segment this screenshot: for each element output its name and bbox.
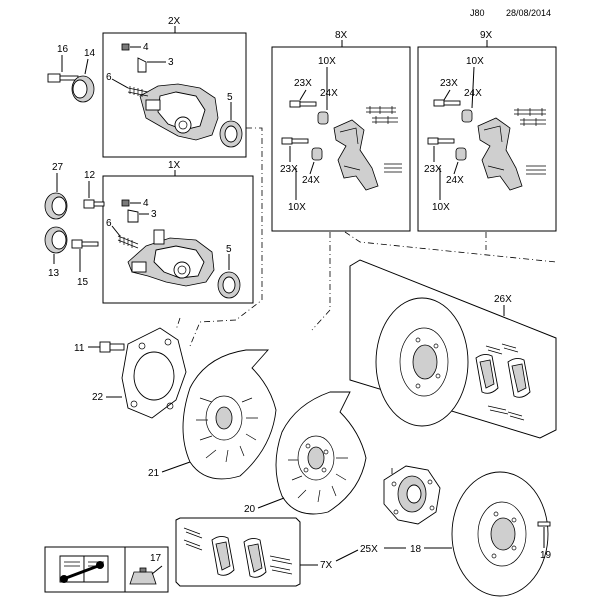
- group-label-1x: 1X: [168, 160, 181, 171]
- bleed-screw-lower: [127, 209, 139, 223]
- label-23x-c: 23X: [440, 78, 458, 89]
- legend-box: 17: [44, 546, 169, 593]
- caliper-upper: [139, 83, 219, 141]
- group-box-2x: 2X 4 3 6 5: [102, 16, 247, 158]
- bleed-cap-lower: [121, 199, 130, 207]
- label-10x-d: 10X: [432, 202, 450, 213]
- label-5-lower: 5: [226, 244, 232, 255]
- label-4-lower: 4: [143, 198, 149, 209]
- caliper-carrier-9x: [477, 117, 523, 191]
- group-label-2x: 2X: [168, 16, 181, 27]
- label-24x-c: 24X: [464, 88, 482, 99]
- label-14: 14: [84, 48, 96, 59]
- group-box-26x: 26X: [349, 259, 557, 439]
- group-box-1x: 1X 4 3 6 5: [102, 160, 254, 304]
- label-10x-b: 10X: [288, 202, 306, 213]
- label-24x-a: 24X: [320, 88, 338, 99]
- group-box-8x: 8X 10X 23X 24X 23X 24X 10X: [271, 30, 411, 232]
- diagram-date: 28/08/2014: [506, 8, 551, 18]
- caliper-carrier-8x: [333, 119, 379, 191]
- left-parts-lower: 27 12 13 15: [44, 162, 105, 288]
- oil-can-icon: [129, 565, 163, 585]
- label-19: 19: [540, 550, 552, 561]
- label-27: 27: [52, 162, 64, 173]
- guide-pin-upper: [127, 86, 149, 97]
- label-13: 13: [48, 268, 60, 279]
- label-3-lower: 3: [151, 209, 157, 220]
- bleed-cap-upper: [121, 43, 130, 51]
- caliper-lower: [127, 229, 215, 287]
- label-6-upper: 6: [106, 72, 112, 83]
- label-23x-a: 23X: [294, 78, 312, 89]
- group-label-8x: 8X: [335, 30, 348, 41]
- brake-disc-18: 18: [410, 471, 549, 597]
- label-4-upper: 4: [143, 42, 149, 53]
- label-16: 16: [57, 44, 69, 55]
- diagram-code: J80: [470, 8, 485, 18]
- label-6-lower: 6: [106, 218, 112, 229]
- dust-shield-20: 20: [244, 391, 367, 515]
- retaining-screw-19: 19: [537, 521, 552, 561]
- bolt-12: [83, 199, 95, 209]
- label-23x-b: 23X: [280, 164, 298, 175]
- label-21: 21: [148, 468, 160, 479]
- label-3-upper: 3: [168, 57, 174, 68]
- label-18: 18: [410, 544, 422, 555]
- group-box-9x: 9X 10X 23X 24X 23X 24X 10X: [417, 30, 557, 232]
- group-label-7x: 7X: [320, 560, 333, 571]
- adapter-plate-22: 11 22: [74, 327, 187, 419]
- wrench-icon: [60, 561, 104, 583]
- label-5-upper: 5: [227, 92, 233, 103]
- wheel-hub: [383, 465, 441, 525]
- label-23x-d: 23X: [424, 164, 442, 175]
- group-label-9x: 9X: [480, 30, 493, 41]
- bolt-15: [71, 239, 83, 249]
- group-label-25x: 25X: [360, 544, 378, 555]
- label-12: 12: [84, 170, 96, 181]
- label-11: 11: [74, 343, 85, 354]
- label-10x-a: 10X: [318, 56, 336, 67]
- group-box-7x: 7X: [175, 517, 333, 587]
- bolt-16-assembly: 16 14: [47, 44, 96, 103]
- group-label-26x: 26X: [494, 294, 512, 305]
- label-20: 20: [244, 504, 256, 515]
- bleed-screw-upper: [137, 57, 147, 73]
- bolt-11: [99, 341, 111, 353]
- label-15: 15: [77, 277, 89, 288]
- label-22: 22: [92, 392, 104, 403]
- label-24x-d: 24X: [446, 175, 464, 186]
- label-17: 17: [150, 553, 162, 564]
- guide-pin-lower: [117, 235, 139, 249]
- label-24x-b: 24X: [302, 175, 320, 186]
- label-10x-c: 10X: [466, 56, 484, 67]
- dust-shield-21: 21: [148, 349, 277, 480]
